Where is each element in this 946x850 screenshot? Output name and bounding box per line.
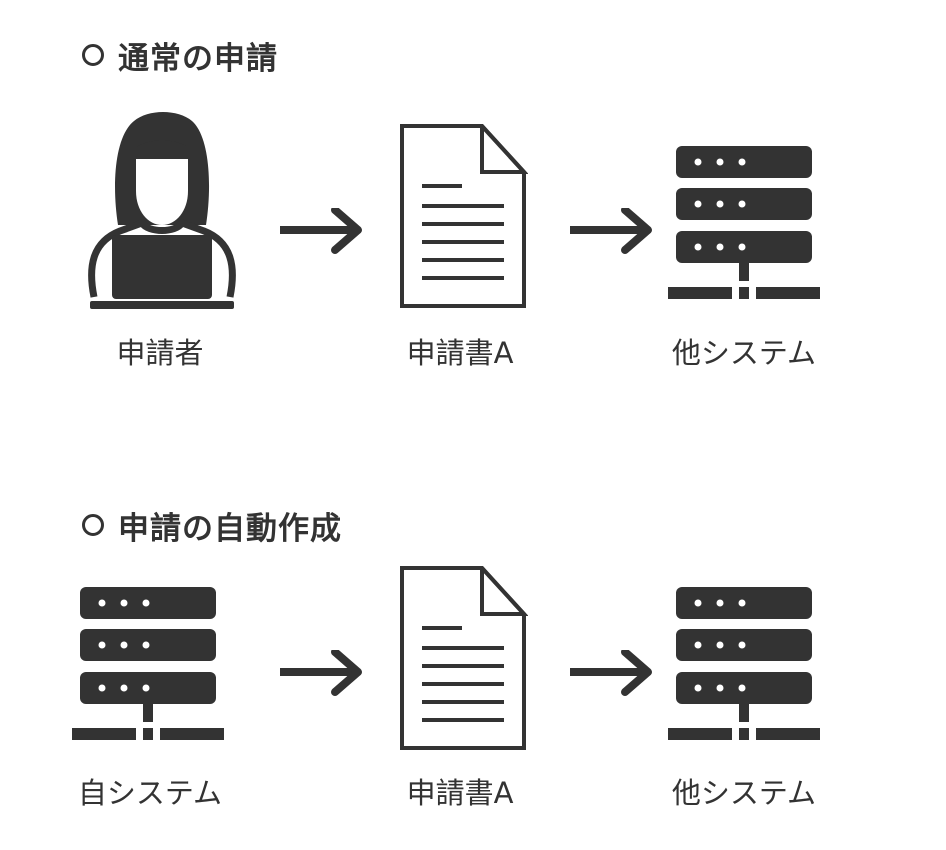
section-title-auto: 申請の自動作成 xyxy=(82,505,342,547)
section-title-text: 申請の自動作成 xyxy=(118,510,342,547)
circle-bullet-icon xyxy=(82,514,104,536)
circle-bullet-icon xyxy=(82,44,104,66)
step-label: 申請書A xyxy=(406,336,514,370)
step-label: 他システム xyxy=(671,336,817,370)
document-icon xyxy=(400,124,526,308)
arrow-right-icon xyxy=(280,208,362,254)
document-icon xyxy=(400,566,526,750)
section-title-text: 通常の申請 xyxy=(118,40,278,77)
step-label: 他システム xyxy=(671,776,817,810)
step-label: 申請者 xyxy=(116,336,204,370)
arrow-right-icon xyxy=(570,650,652,696)
arrow-right-icon xyxy=(280,650,362,696)
step-label: 自システム xyxy=(77,776,223,810)
person-laptop-icon xyxy=(88,112,236,309)
server-icon xyxy=(72,587,224,740)
section-title-normal: 通常の申請 xyxy=(82,35,278,77)
arrow-right-icon xyxy=(570,208,652,254)
server-icon xyxy=(668,587,820,740)
server-icon xyxy=(668,146,820,299)
step-label: 申請書A xyxy=(406,776,514,810)
